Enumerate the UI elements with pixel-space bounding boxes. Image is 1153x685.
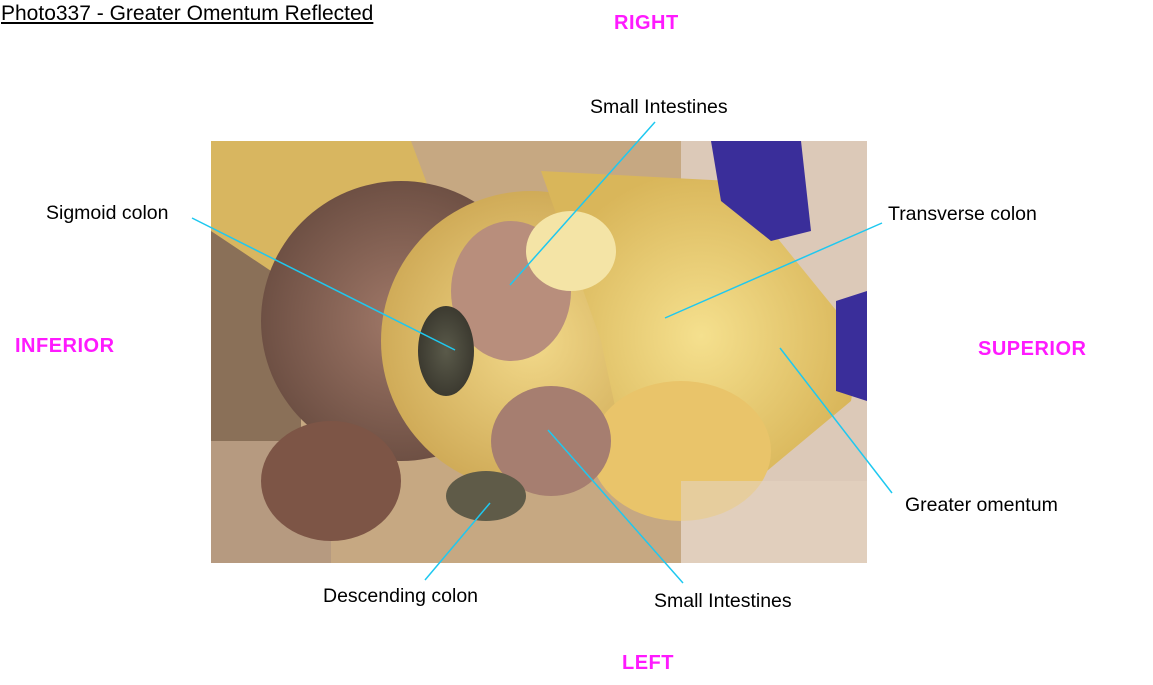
direction-superior: SUPERIOR [978, 338, 1087, 360]
label-transverse-colon: Transverse colon [888, 203, 1037, 225]
direction-inferior: INFERIOR [15, 335, 115, 357]
dissection-photo [211, 141, 867, 563]
label-greater-omentum: Greater omentum [905, 494, 1058, 516]
slide-title: Photo337 - Greater Omentum Reflected [1, 2, 374, 25]
label-sigmoid-colon: Sigmoid colon [46, 202, 169, 224]
label-small-intestines-bottom: Small Intestines [654, 590, 792, 612]
direction-left: LEFT [622, 652, 674, 674]
label-small-intestines-top: Small Intestines [590, 96, 728, 118]
direction-right: RIGHT [614, 12, 679, 34]
label-descending-colon: Descending colon [323, 585, 479, 607]
